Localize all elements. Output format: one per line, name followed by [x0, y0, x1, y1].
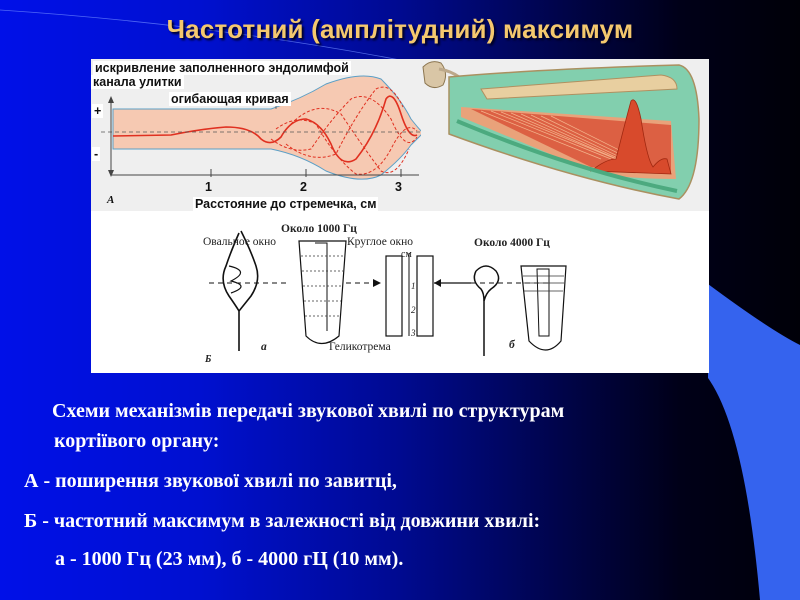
sub-label-b: б — [509, 339, 515, 351]
caption-line-5: а - 1000 Гц (23 мм), б - 4000 гЦ (10 мм)… — [55, 548, 404, 570]
label-about-4000hz: Около 4000 Гц — [474, 237, 550, 249]
cochlea-3d-illustration — [421, 59, 709, 211]
caption-line-1: Схеми механізмів передачі звукової хвилі… — [52, 400, 565, 422]
scale-tick-3: 3 — [411, 328, 416, 338]
wave-envelope-chart — [101, 75, 421, 180]
caption-line-4: Б - частотний максимум в залежності від … — [24, 510, 541, 532]
scale-tick-1: 1 — [411, 281, 416, 291]
label-round-window: Круглое окно — [347, 236, 414, 248]
scale-tick-2: 2 — [411, 305, 416, 315]
caption-line-3: А - поширення звукової хвилі по завитці, — [24, 470, 397, 492]
x-tick-3: 3 — [395, 180, 402, 194]
traveling-wave-graph: искривление заполненного эндолимфой кана… — [91, 59, 421, 211]
y-axis-minus: - — [92, 147, 101, 161]
x-tick-2: 2 — [300, 180, 307, 194]
label-helicotrema: Геликотрема — [329, 341, 391, 353]
frequency-maximum-schematic — [209, 230, 567, 356]
panel-a-letter: А — [107, 194, 115, 206]
y-axis-plus: + — [92, 104, 104, 118]
label-oval-window: Овальное окно — [203, 236, 277, 248]
label-about-1000hz: Около 1000 Гц — [281, 223, 357, 235]
caption-line-2: кортіївого органу: — [54, 430, 220, 452]
figure-container: искривление заполненного эндолимфой кана… — [91, 59, 709, 373]
scale-unit-cm: см — [401, 249, 412, 260]
slide-title: Частотний (амплітудний) максимум — [166, 14, 634, 44]
graph-heading-line1: искривление заполненного эндолимфой — [93, 61, 351, 75]
x-tick-1: 1 — [205, 180, 212, 194]
x-axis-label: Расстояние до стремечка, см — [193, 197, 379, 211]
cochlea-cross-section — [422, 61, 700, 200]
panel-b-letter: Б — [205, 354, 212, 365]
graph-heading-line2: канала улитки — [91, 75, 184, 89]
sub-label-a: а — [261, 341, 267, 353]
envelope-curve-label: огибающая кривая — [169, 92, 291, 106]
